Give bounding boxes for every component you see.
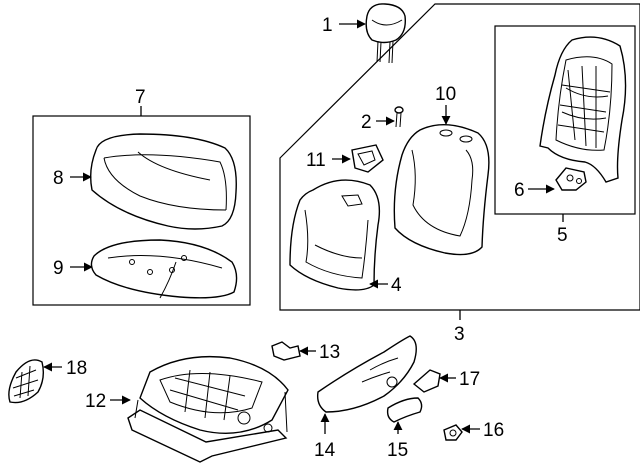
callout-17: 17 [459,369,480,390]
callout-2: 2 [361,112,372,133]
recliner-bracket-part [555,167,587,191]
seat-frame-part [127,355,289,463]
seatback-frame-part [539,36,627,183]
callout-6: 6 [514,180,525,201]
callout-11: 11 [306,150,326,171]
headrest-part [365,3,406,64]
callout-7: 7 [135,87,146,108]
screw-part [394,106,404,128]
side-cover-part [8,359,45,404]
callout-9: 9 [53,258,64,279]
callout-14: 14 [314,440,336,461]
callout-1: 1 [322,15,333,36]
callout-3: 3 [454,324,465,345]
side-shield-part [316,335,417,413]
callout-8: 8 [53,168,64,189]
callout-13: 13 [319,342,340,363]
cushion-trim-part [89,133,237,230]
callout-12: 12 [85,391,106,412]
seatback-cover-part [393,124,490,256]
bezel-part [351,144,384,173]
handle-part [386,397,423,423]
clip-part [271,341,301,361]
callout-5: 5 [557,225,568,246]
callout-15: 15 [387,440,408,461]
callout-18: 18 [66,358,87,379]
seatback-trim-part [289,179,381,291]
callout-4: 4 [391,275,402,296]
callout-16: 16 [483,420,504,441]
frame-group-box [494,25,636,215]
seatback-group-box [279,3,640,311]
cushion-pad-part [90,239,238,299]
callout-10: 10 [435,84,456,105]
lever-cover-part [412,369,441,393]
knob-part [443,424,463,441]
